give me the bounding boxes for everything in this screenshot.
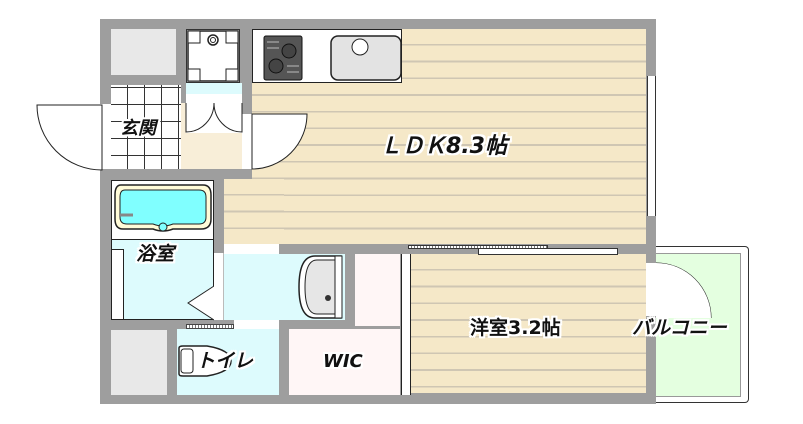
balcony-door-swing-icon[interactable] [646, 262, 714, 319]
entrance-label: 玄関 [120, 118, 156, 139]
wic-floor-lower [289, 329, 400, 395]
kitchen-sink-icon [330, 35, 402, 81]
wic-sliding-door[interactable] [401, 254, 411, 395]
storage-bottom-left [111, 330, 167, 395]
storage-top-left [111, 29, 176, 75]
gas-stove-icon [263, 35, 303, 81]
corridor-door-strip [214, 253, 224, 320]
closet-double-door-icon[interactable] [185, 102, 243, 133]
bath-shelf [111, 249, 124, 320]
wic-label: WIC [323, 351, 363, 372]
washing-machine-pan-icon [187, 30, 239, 82]
balcony-label: バルコニー [632, 317, 727, 339]
balcony-floor [656, 253, 741, 397]
ldk-floor-lower [224, 179, 284, 244]
toilet-bowl-icon [178, 345, 232, 377]
front-door-swing-icon[interactable] [36, 104, 111, 171]
ldk-label: ＬＤＫ8.3帖 [380, 134, 507, 159]
wall-opening [242, 114, 252, 169]
toilet-door-strip[interactable] [186, 324, 234, 329]
toilet-label: トイレ [196, 350, 254, 372]
wic-floor [355, 254, 400, 326]
western-room-door-opening [478, 248, 618, 255]
entrance-floor [111, 85, 181, 169]
bathtub-icon [114, 184, 212, 232]
ldk-door-swing-icon[interactable] [251, 113, 310, 170]
toilet-opening [234, 320, 279, 329]
western-room-label: 洋室3.2帖 [470, 317, 561, 339]
western-room-floor [411, 254, 646, 393]
bathroom-label: 浴室 [136, 243, 175, 265]
bath-door-icon[interactable] [187, 285, 215, 321]
corridor-top-opening [224, 244, 279, 254]
ldk-window[interactable] [647, 76, 656, 216]
washroom-gap [186, 94, 242, 103]
front-door-frame [100, 104, 111, 169]
washbasin-icon [298, 255, 343, 319]
washroom-strip [186, 83, 242, 94]
balcony-door-frame [646, 263, 656, 316]
